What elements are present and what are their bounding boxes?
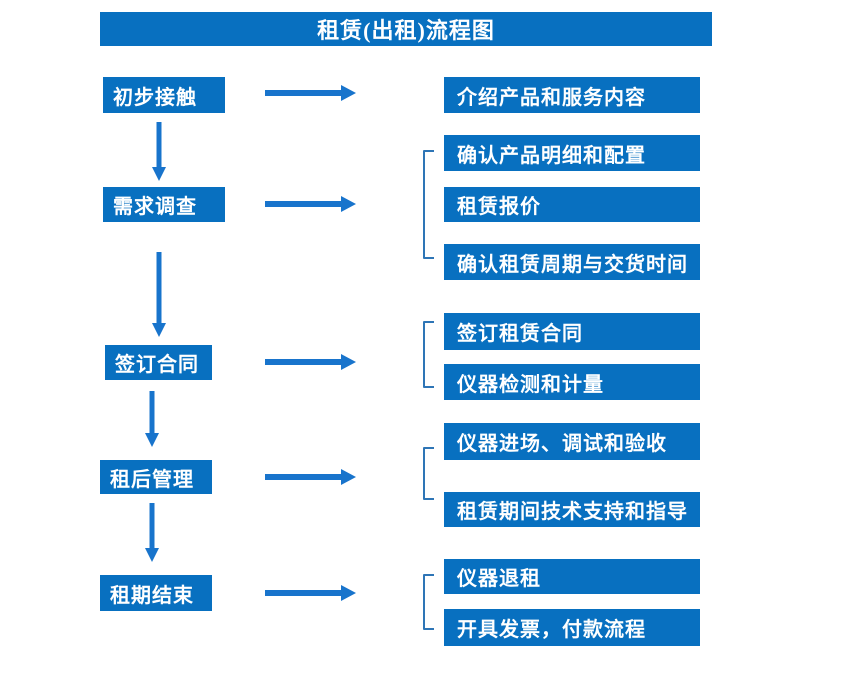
output-box-invoice-payment: 开具发票，付款流程 bbox=[444, 609, 700, 646]
step-box-initial-contact: 初步接触 bbox=[103, 77, 225, 113]
output-box-tech-support: 租赁期间技术支持和指导 bbox=[444, 492, 700, 527]
bracket-group-sign-contract bbox=[423, 321, 434, 388]
bracket-group-post-rental bbox=[423, 447, 434, 500]
output-box-sign-rental-contract: 签订租赁合同 bbox=[444, 313, 700, 350]
output-box-introduce-services: 介绍产品和服务内容 bbox=[444, 77, 700, 113]
down-arrow-1-icon bbox=[152, 122, 166, 181]
output-box-confirm-rental-period: 确认租赁周期与交货时间 bbox=[444, 244, 700, 280]
right-arrow-2-icon bbox=[265, 196, 356, 212]
output-box-instrument-entry-acceptance: 仪器进场、调试和验收 bbox=[444, 423, 700, 460]
right-arrow-4-icon bbox=[265, 469, 356, 485]
output-box-confirm-product-details: 确认产品明细和配置 bbox=[444, 135, 700, 171]
down-arrow-3-icon bbox=[145, 391, 159, 447]
bracket-group-rental-end bbox=[423, 574, 434, 630]
step-box-rental-end: 租期结束 bbox=[100, 575, 212, 611]
right-arrow-5-icon bbox=[265, 585, 356, 601]
output-box-rental-quote: 租赁报价 bbox=[444, 187, 700, 222]
right-arrow-1-icon bbox=[265, 85, 356, 101]
down-arrow-2-icon bbox=[152, 252, 166, 337]
page-title: 租赁(出租)流程图 bbox=[317, 18, 495, 43]
bracket-group-demand-survey bbox=[423, 150, 434, 259]
down-arrow-4-icon bbox=[145, 503, 159, 562]
step-box-sign-contract: 签订合同 bbox=[105, 345, 212, 380]
output-box-instrument-inspection: 仪器检测和计量 bbox=[444, 364, 700, 400]
output-box-instrument-return: 仪器退租 bbox=[444, 559, 700, 594]
title-bar: 租赁(出租)流程图 bbox=[100, 12, 712, 46]
step-box-demand-survey: 需求调查 bbox=[103, 187, 225, 222]
step-box-post-rental-management: 租后管理 bbox=[100, 460, 212, 494]
right-arrow-3-icon bbox=[265, 354, 356, 370]
